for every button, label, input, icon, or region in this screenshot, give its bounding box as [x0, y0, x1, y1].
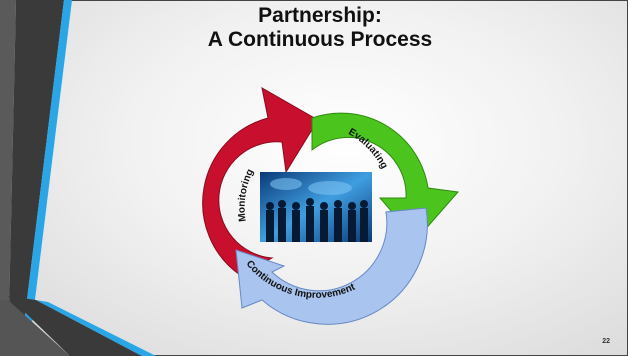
people-silhouettes [266, 198, 368, 242]
title-line-2: A Continuous Process [207, 28, 433, 51]
slide-title: Partnership: A Continuous Process [150, 4, 490, 52]
left-bar-blue [22, 0, 72, 340]
bottom-wedge-blue [36, 300, 156, 356]
title-line-1: Partnership: [258, 4, 382, 27]
left-bar-main [8, 0, 64, 356]
left-bar-dark [0, 0, 16, 356]
center-photo [260, 172, 372, 242]
process-cycle-diagram: Monitoring Evaluating Continuous Improve… [202, 87, 459, 325]
monitoring-label: Monitoring [237, 168, 256, 223]
monitoring-arrow [202, 87, 319, 276]
bottom-wedge-gray [0, 300, 70, 356]
page-number: 22 [602, 338, 610, 345]
continuous-improvement-arrow [235, 207, 428, 325]
bottom-wedge-dark [8, 296, 142, 356]
